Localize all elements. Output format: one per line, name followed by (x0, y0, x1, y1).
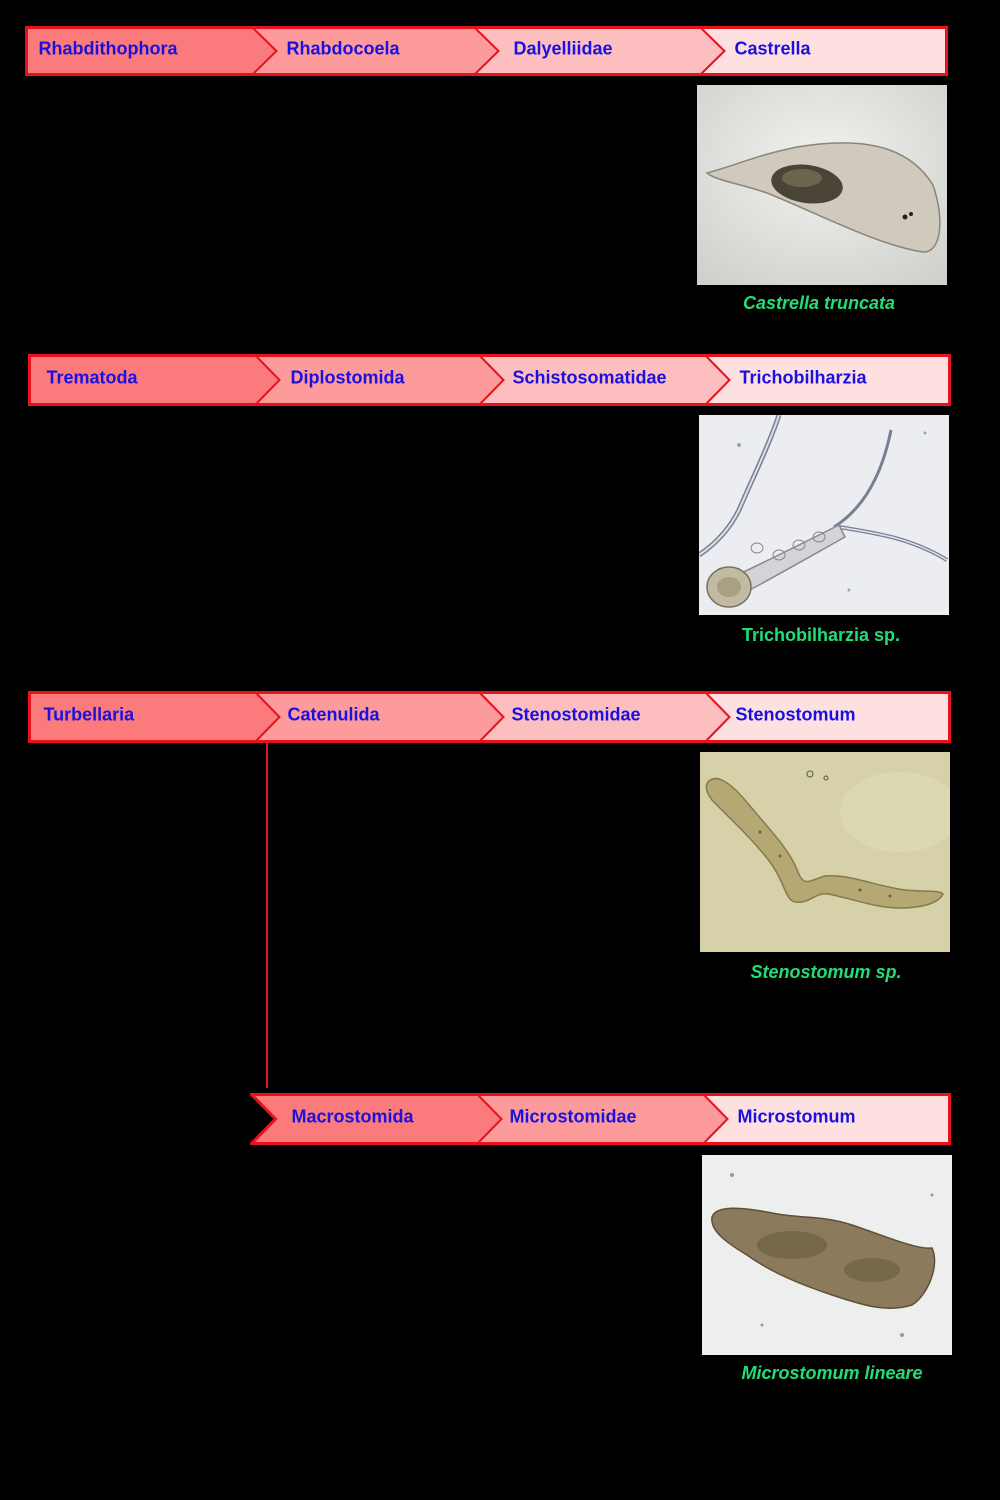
rank-segment-turbellaria[interactable] (29, 692, 280, 742)
chevron-divider (704, 691, 731, 743)
chevron-divider (478, 691, 505, 743)
specimen-caption: Microstomum lineare (741, 1363, 923, 1383)
branch-connector-line (266, 742, 268, 1088)
rank-label: Stenostomidae (512, 705, 641, 725)
chain-border (28, 691, 951, 743)
rank-segment-rhabdocoela[interactable] (252, 27, 499, 75)
specimen-caption: Stenostomum sp. (750, 962, 902, 982)
specimen-photo-microstomum (702, 1155, 952, 1355)
rank-segment-dalyelliidae[interactable] (474, 27, 725, 75)
rank-label: Schistosomatidae (513, 368, 667, 388)
chain-border (25, 26, 948, 76)
specimen-photo-trichobilharzia (699, 415, 949, 615)
rank-segment-trichobilharzia[interactable] (705, 355, 950, 405)
chain-border (250, 1093, 951, 1145)
chain-border (28, 354, 951, 406)
rank-label: Dalyelliidae (514, 39, 613, 59)
chevron-divider (251, 26, 278, 76)
rank-segment-schistosomatidae[interactable] (479, 355, 730, 405)
rank-segment-catenulida[interactable] (255, 692, 504, 742)
rank-segment-castrella[interactable] (700, 27, 947, 75)
lineage-chain-castrella: Rhabdithophora Rhabdocoela Dalyelliidae … (25, 26, 948, 76)
rank-label: Trematoda (47, 368, 139, 388)
rank-label: Rhabdocoela (287, 39, 401, 59)
rank-label: Macrostomida (292, 1107, 415, 1127)
chevron-divider (254, 354, 281, 406)
rank-segment-rhabditophora[interactable] (26, 27, 277, 75)
chevron-divider (699, 26, 726, 76)
rank-label: Turbellaria (44, 705, 136, 725)
specimen-photo-stenostomum (700, 752, 950, 952)
specimen-photo-castrella (697, 85, 947, 285)
rank-label: Catenulida (288, 705, 381, 725)
rank-segment-microstomum[interactable] (703, 1094, 950, 1144)
rank-label: Microstomum (738, 1107, 856, 1127)
rank-label: Stenostomum (736, 705, 856, 725)
rank-label: Microstomidae (510, 1107, 637, 1127)
chevron-divider (702, 1093, 729, 1145)
lineage-chain-stenostomum: Turbellaria Catenulida Stenostomidae Ste… (28, 691, 951, 743)
rank-segment-macrostomida[interactable] (251, 1094, 502, 1144)
chevron-divider (704, 354, 731, 406)
chevron-divider (473, 26, 500, 76)
chevron-divider (476, 1093, 503, 1145)
specimen-caption: Castrella truncata (742, 293, 896, 313)
specimen-caption: Trichobilharzia sp. (741, 625, 901, 645)
rank-label: Diplostomida (291, 368, 406, 388)
chevron-divider (254, 691, 281, 743)
rank-segment-microstomidae[interactable] (477, 1094, 728, 1144)
lineage-chain-microstomum: Macrostomida Microstomidae Microstomum (250, 1093, 951, 1145)
rank-segment-diplostomida[interactable] (255, 355, 504, 405)
rank-label: Trichobilharzia (740, 368, 868, 388)
chevron-divider (478, 354, 505, 406)
rank-segment-trematoda[interactable] (29, 355, 280, 405)
lineage-chain-trichobilharzia: Trematoda Diplostomida Schistosomatidae … (28, 354, 951, 406)
rank-segment-stenostomum[interactable] (705, 692, 950, 742)
rank-segment-stenostomidae[interactable] (479, 692, 730, 742)
rank-label: Castrella (735, 39, 812, 59)
rank-label: Rhabdithophora (39, 39, 179, 59)
